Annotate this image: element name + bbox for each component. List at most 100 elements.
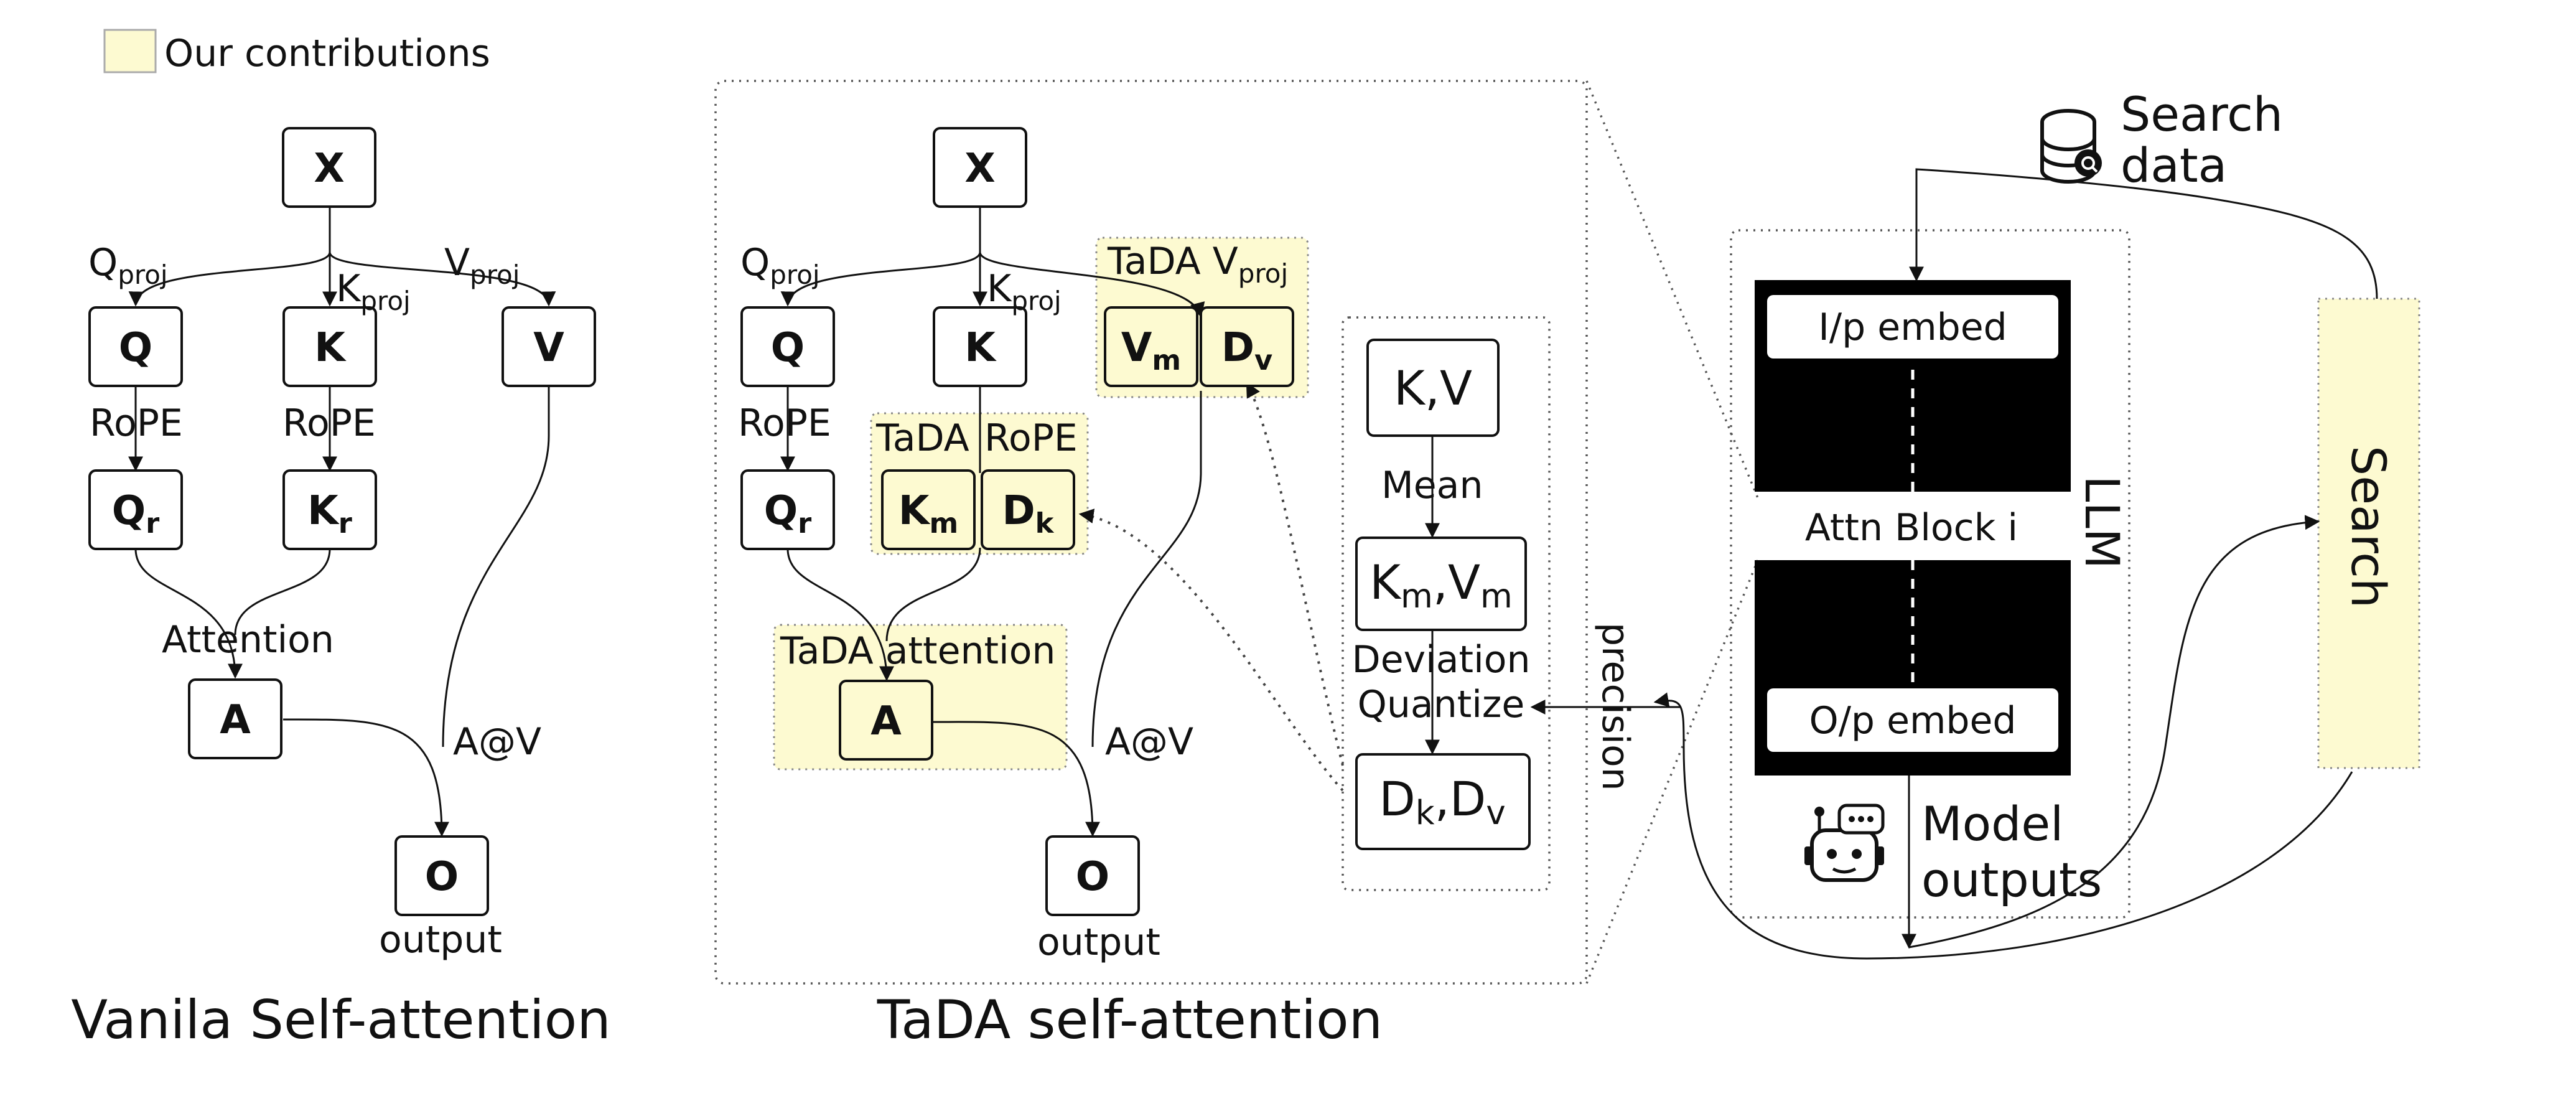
tada-v-proj-label: TaDA Vproj [1107,240,1288,289]
kv-node-kmvm-label: Km,Vm [1370,555,1513,616]
op-embed-label: O/p embed [1809,699,2016,743]
tada-node-vm: Vm [1104,306,1198,387]
vanilla-output-label: output [379,918,502,962]
tada-node-dk: Dk [981,469,1075,550]
kv-panel [1342,316,1551,891]
op-embed-box [1767,688,2058,752]
tada-self-attention: X Q K Vm Dv Qr Km Dk [714,80,1759,1051]
tada-node-vm-label: Vm [1121,325,1181,377]
zoom-line-top [1585,80,1759,499]
edge-qr-a [134,548,243,679]
llm-section: I/p embed O/p embed Attn Block i LLM Mod… [1730,229,2130,949]
tada-node-o: O [1045,835,1140,916]
tada-q-proj-label: Qproj [740,241,820,290]
vanilla-node-k-label: K [314,325,347,371]
vanilla-node-a: A [188,678,282,759]
vanilla-node-a-label: A [220,697,251,743]
kv-node-kmvm: Km,Vm [1355,537,1527,631]
vanilla-rope-k-label: RoPE [282,401,376,445]
edge-tx-q [780,207,981,307]
tada-frame [714,80,1588,985]
edge-vm-to [1091,391,1202,747]
tada-node-q-label: Q [771,325,805,371]
vanilla-node-kr: Kr [282,469,377,550]
vanilla-k-proj-label: Kproj [336,267,411,316]
vanilla-av-label: A@V [453,720,541,764]
edge-dkdv-dv [1246,382,1344,766]
search-data-line2: data [2121,138,2227,193]
kv-node-kv: K,V [1366,339,1500,437]
tada-node-a: A [839,680,933,761]
edge-kr-a [234,548,331,635]
tada-k-proj-label: Kproj [987,267,1062,316]
legend-label: Our contributions [164,32,490,75]
tada-node-q: Q [740,306,835,387]
vanilla-node-o: O [394,835,489,916]
tada-node-x: X [933,127,1027,208]
edge-a-o [282,718,449,837]
attn-block-label: Attn Block i [1805,506,2018,550]
kv-node-dkdv: Dk,Dv [1355,753,1531,850]
tada-node-km: Km [881,469,976,550]
vanilla-v-proj-label: Vproj [444,241,520,290]
tada-attention-region-label: TaDA attention [780,629,1055,673]
tada-node-x-label: X [964,146,995,192]
kv-node-kv-label: K,V [1394,360,1472,416]
vanilla-node-k: K [282,306,377,387]
edge-ta-to [933,721,1100,837]
kv-mean-label: Mean [1381,464,1483,507]
tada-av-label: A@V [1105,720,1193,764]
vanilla-node-x: X [282,127,376,208]
edge-dk-ta [885,547,981,642]
tada-node-qr-label: Qr [764,488,812,540]
vanilla-node-q-label: Q [119,325,152,371]
vanilla-node-kr-label: Kr [307,488,352,540]
tada-node-k: K [933,306,1027,387]
vanilla-self-attention: X Q K V Qr Kr A O Qproj [71,127,611,1051]
vanilla-title: Vanila Self-attention [71,989,610,1051]
edge-tqr-ta [786,548,894,682]
vanilla-q-proj-label: Qproj [88,241,168,290]
tada-node-k-label: K [964,325,997,371]
zoom-line-bottom [1585,560,1759,984]
edge-x-v [329,251,556,307]
edge-search-to-llm [1909,168,2378,299]
kv-node-dkdv-label: Dk,Dv [1379,771,1506,832]
vanilla-node-o-label: O [425,854,459,900]
edge-search-to-precision [1653,692,2353,960]
kv-deviation-label: Deviation [1352,638,1531,682]
robot-chat-icon [1804,804,1885,882]
tada-node-dv: Dv [1200,306,1294,387]
tada-node-dv-label: Dv [1221,325,1272,377]
vanilla-node-v-label: V [533,325,564,371]
legend-swatch [103,29,157,73]
tada-node-o-label: O [1076,854,1109,900]
tada-rope-region-label-2: RoPE [984,416,1078,460]
vanilla-rope-q-label: RoPE [90,401,183,445]
vanilla-node-q: Q [88,306,183,387]
vanilla-node-x-label: X [314,146,344,192]
search-data-line1: Search [2121,87,2283,142]
model-outputs-line2: outputs [1921,852,2102,907]
llm-label: LLM [2074,476,2130,569]
search-box [2317,298,2420,769]
vanilla-node-qr-label: Qr [112,488,160,540]
ip-embed-box [1767,295,2058,359]
search-data-icon [2040,109,2102,184]
legend: Our contributions [103,29,490,75]
vanilla-node-qr: Qr [88,469,183,550]
edge-v-o [442,386,550,747]
edge-outputs-to-search [1908,515,2320,949]
tada-rope-q-label: RoPE [738,401,831,445]
edge-tx-dv [979,251,1205,318]
vanilla-attention-label: Attention [162,618,334,662]
llm-dotted-frame [1730,229,2130,919]
tada-rope-region-label-1: TaDA [875,416,969,460]
tada-node-a-label: A [870,698,902,744]
model-outputs-line1: Model [1921,796,2063,851]
vanilla-node-v: V [502,306,596,387]
tada-node-qr: Qr [740,469,835,550]
tada-output-label: output [1037,921,1160,964]
ip-embed-label: I/p embed [1818,306,2007,349]
